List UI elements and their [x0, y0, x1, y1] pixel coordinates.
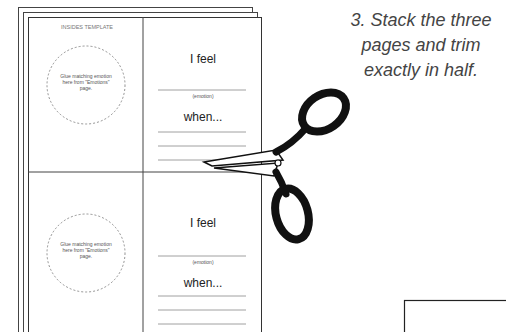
scissor-handle: [270, 185, 314, 244]
scissor-shank: [276, 172, 286, 194]
prompt-text: when...: [151, 110, 255, 125]
glue-circle: Glue matching emotion here from "Emotion…: [46, 45, 126, 125]
writing-line: [158, 146, 246, 147]
scissors: [204, 84, 353, 243]
writing-line: [158, 132, 246, 133]
writing-line: [158, 324, 246, 325]
prompt-text: when...: [151, 276, 255, 291]
template-page: INSIDES TEMPLATE I feel (emotion) when... I …: [28, 17, 262, 332]
glue-circle: Glue matching emotion here from "Emotion…: [46, 213, 126, 293]
hint-text: (emotion): [151, 259, 255, 265]
dashed-circle: [47, 46, 125, 124]
writing-line: [158, 160, 246, 161]
scissor-blade: [214, 163, 278, 176]
prompt-text: I feel: [151, 52, 255, 67]
circle-text: Glue matching emotion here from "Emotion…: [60, 241, 112, 259]
writing-line: [158, 256, 246, 257]
circle-text: Glue matching emotion here from "Emotion…: [60, 73, 112, 91]
writing-line: [158, 90, 246, 91]
writing-line: [158, 296, 246, 297]
dashed-circle: [47, 214, 125, 292]
step-caption: 3. Stack the three pages and trim exactl…: [336, 8, 506, 83]
prompt-text: I feel: [151, 216, 255, 231]
hint-text: (emotion): [151, 93, 255, 99]
scissor-pivot: [275, 160, 281, 166]
partial-page: [405, 301, 506, 332]
scissor-handle: [295, 84, 354, 139]
scissor-shank: [276, 128, 306, 152]
cut-line: [28, 172, 262, 173]
writing-lines: [158, 90, 246, 324]
fold-line: [143, 17, 144, 332]
template-heading: INSIDES TEMPLATE: [37, 24, 137, 31]
writing-line: [158, 310, 246, 311]
scissor-blade: [204, 150, 283, 166]
